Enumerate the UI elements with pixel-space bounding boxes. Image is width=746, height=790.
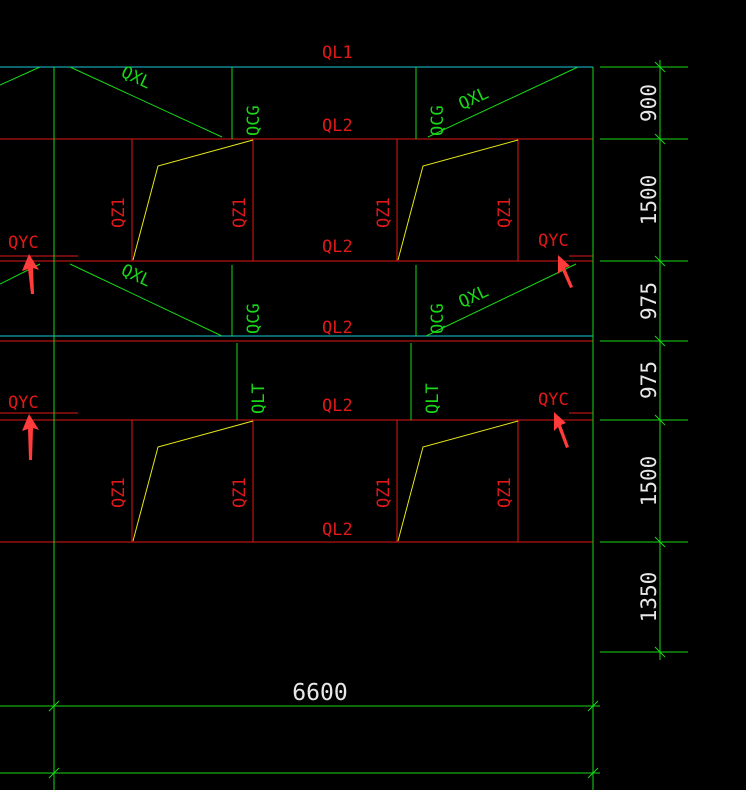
beam-label-ql2: QL2	[322, 237, 353, 257]
dim-tick	[654, 646, 666, 658]
dim-text-vertical: 1350	[637, 572, 661, 623]
qcg-label: QCG	[244, 105, 264, 136]
column-label-qz1: QZ1	[230, 477, 250, 508]
dim-text-vertical: 975	[637, 282, 661, 320]
dim-tick	[48, 700, 60, 712]
dim-tick	[654, 61, 666, 73]
dim-tick	[654, 536, 666, 548]
column-label-qz1: QZ1	[374, 477, 394, 508]
dim-text-vertical: 975	[637, 361, 661, 399]
qxl-diagonal	[427, 66, 579, 138]
qlt-label: QLT	[249, 383, 269, 414]
qxl-diagonal	[69, 263, 223, 337]
qyc-label: QYC	[538, 390, 569, 410]
dim-tick	[48, 767, 60, 779]
qyc-label: QYC	[8, 393, 39, 413]
qxl-diagonal	[0, 66, 41, 86]
dim-tick	[654, 133, 666, 145]
dim-text-vertical: 1500	[637, 175, 661, 226]
qcg-label: QCG	[428, 303, 448, 334]
qcg-label: QCG	[244, 303, 264, 334]
beam-label-ql2: QL2	[322, 396, 353, 416]
dim-text-horizontal: 6600	[292, 680, 347, 706]
qxl-diagonal	[425, 263, 577, 337]
beam-label-ql2: QL2	[322, 116, 353, 136]
qlt-label: QLT	[423, 383, 443, 414]
qyc-label: QYC	[538, 231, 569, 251]
qxl-diagonal	[69, 66, 223, 138]
stair-ramp	[132, 420, 254, 542]
dim-tick	[587, 767, 599, 779]
dim-text-vertical: 900	[637, 84, 661, 122]
column-label-qz1: QZ1	[109, 477, 129, 508]
column-label-qz1: QZ1	[230, 197, 250, 228]
column-label-qz1: QZ1	[495, 197, 515, 228]
annotation-arrows	[22, 254, 573, 460]
horizontal-dimension	[0, 700, 600, 779]
vertical-dimension-chain	[600, 60, 688, 660]
red-arrow-icon	[554, 412, 569, 448]
dim-tick	[587, 700, 599, 712]
beam-label-ql1: QL1	[322, 43, 353, 63]
dim-tick	[654, 255, 666, 267]
beam-label-ql2: QL2	[322, 318, 353, 338]
stair-ramp	[132, 139, 254, 261]
dim-tick	[654, 335, 666, 347]
column-label-qz1: QZ1	[495, 477, 515, 508]
dim-tick	[654, 414, 666, 426]
stair-ramp	[397, 420, 519, 542]
red-arrow-icon	[558, 255, 573, 288]
stair-ramp	[397, 139, 519, 261]
column-label-qz1: QZ1	[109, 197, 129, 228]
column-label-qz1: QZ1	[374, 197, 394, 228]
wall-structure	[0, 66, 594, 790]
qcg-label: QCG	[428, 105, 448, 136]
red-arrow-icon	[22, 254, 39, 294]
qyc-label: QYC	[8, 233, 39, 253]
beam-label-ql2: QL2	[322, 520, 353, 540]
dim-text-vertical: 1500	[637, 456, 661, 507]
red-arrow-icon	[22, 414, 39, 460]
